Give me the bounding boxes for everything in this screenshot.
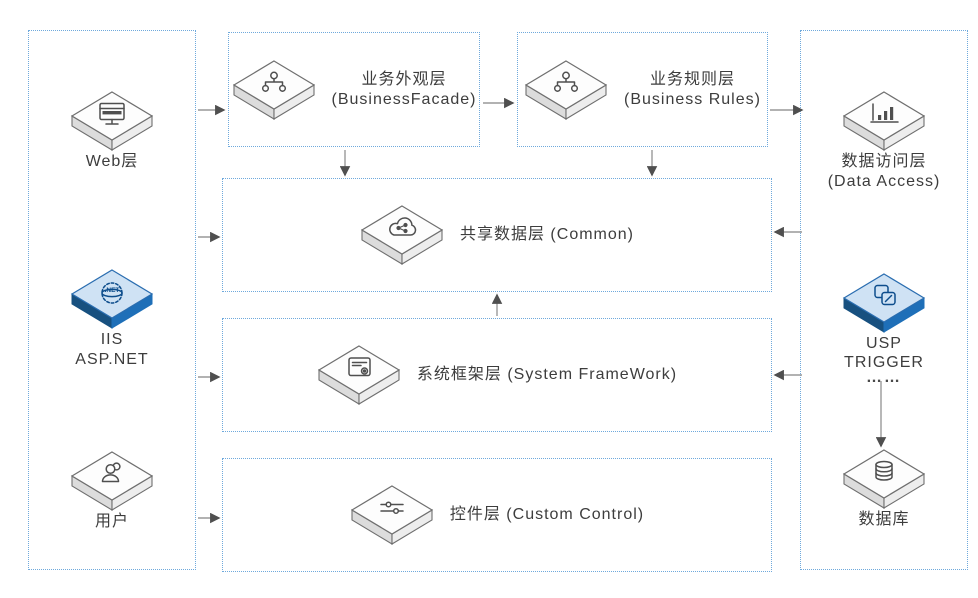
bar-chart-icon	[843, 91, 925, 151]
label-line: ASP.NET	[75, 351, 149, 368]
label-line: IIS	[100, 331, 124, 348]
layer-business-facade-label: 业务外观层 (BusinessFacade)	[332, 70, 477, 110]
node-user-label: 用户	[94, 513, 129, 530]
layer-business-facade: 业务外观层 (BusinessFacade)	[228, 32, 480, 147]
label-line: (Data Access)	[827, 173, 941, 190]
dotnet-globe-icon: .NET	[71, 269, 153, 329]
label-line: 业务规则层	[649, 70, 735, 88]
person-icon	[71, 451, 153, 511]
label-line: 数据访问层	[841, 153, 927, 170]
label-line: (Business Rules)	[624, 90, 761, 108]
node-web-label: Web层	[85, 153, 139, 170]
layer-common-label: 共享数据层 (Common)	[459, 226, 634, 243]
node-usp-trigger: USP TRIGGER ……	[800, 272, 968, 386]
node-user: 用户	[28, 450, 196, 532]
cloud-share-icon	[361, 205, 443, 265]
sitemap-icon	[525, 59, 607, 120]
layer-common: 共享数据层 (Common)	[222, 178, 772, 292]
database-icon	[843, 449, 925, 509]
document-form-icon	[318, 345, 400, 405]
stored-procedure-pages-icon	[843, 273, 925, 333]
layer-framework-label: 系统框架层 (System FrameWork)	[416, 366, 678, 383]
label-line: (BusinessFacade)	[331, 90, 477, 108]
node-data-access: 数据访问层 (Data Access)	[800, 90, 968, 192]
svg-text:.NET: .NET	[105, 287, 120, 294]
layer-framework: 系统框架层 (System FrameWork)	[222, 318, 772, 432]
layer-control: 控件层 (Custom Control)	[222, 458, 772, 572]
label-ellipsis: ……	[865, 369, 902, 386]
node-data-access-label: 数据访问层 (Data Access)	[828, 152, 941, 192]
layer-business-rules: 业务规则层 (Business Rules)	[517, 32, 768, 147]
label-line: TRIGGER	[844, 354, 924, 371]
sliders-icon	[351, 485, 433, 545]
label-line: USP	[866, 335, 902, 352]
node-database: 数据库	[800, 448, 968, 530]
node-usp-trigger-label: USP TRIGGER ……	[844, 334, 924, 386]
node-iis: .NET IIS ASP.NET	[28, 268, 196, 370]
node-web: Web层	[28, 90, 196, 172]
label-line: 业务外观层	[361, 70, 447, 88]
layer-control-label: 控件层 (Custom Control)	[449, 506, 645, 523]
browser-icon	[71, 91, 153, 151]
node-database-label: 数据库	[858, 511, 910, 528]
sitemap-icon	[232, 59, 315, 120]
node-iis-label: IIS ASP.NET	[75, 330, 148, 370]
layer-business-rules-label: 业务规则层 (Business Rules)	[624, 70, 761, 110]
